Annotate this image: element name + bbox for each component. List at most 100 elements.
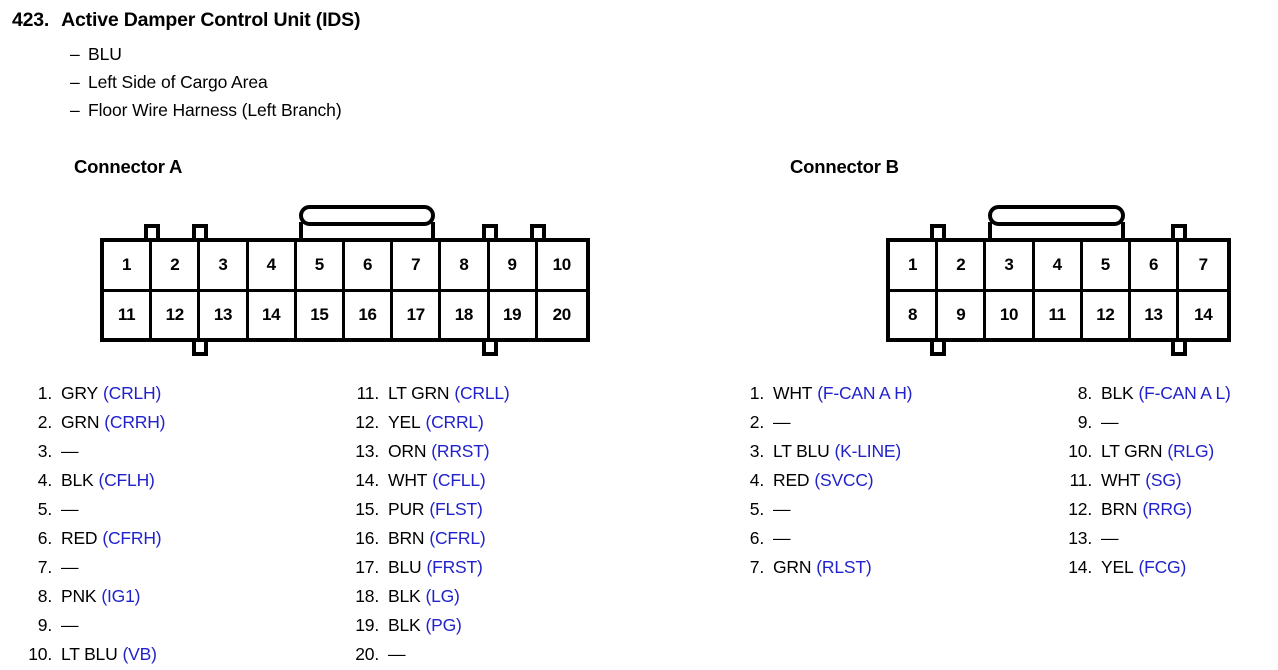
pin-number: 20.: [355, 644, 379, 664]
pin-cell-10: 10: [552, 255, 572, 275]
pin-wire-color: GRN: [773, 557, 812, 577]
pin-list-item: 10.LT GRN(RLG): [1058, 437, 1231, 466]
pin-list-item: 8.PNK(IG1): [18, 582, 165, 611]
pin-unused-marker: —: [388, 644, 406, 664]
pin-number: 14.: [1068, 557, 1092, 577]
pin-cell-13: 13: [200, 291, 249, 338]
pin-number: 11.: [356, 383, 380, 403]
connector-a-bottom-tab: [481, 338, 498, 356]
pin-number: 1.: [37, 383, 52, 403]
pin-number: 7.: [749, 557, 764, 577]
entry-title: Active Damper Control Unit (IDS): [61, 9, 361, 31]
pin-cell-2: 2: [938, 242, 987, 289]
pin-list-item: 13.ORN(RRST): [345, 437, 510, 466]
pin-cell-12: 12: [152, 291, 201, 338]
pin-list-item: 2.GRN(CRRH): [18, 408, 166, 437]
pin-list-item: 7.GRN(RLST): [730, 553, 912, 582]
latch-leg: [298, 222, 303, 238]
pin-cell-14: 14: [249, 291, 297, 338]
pin-cell-2: 2: [152, 242, 201, 289]
pin-number: 4.: [749, 470, 764, 490]
pin-cell-17: 17: [393, 291, 442, 338]
pin-wire-color: BLU: [388, 557, 422, 577]
pin-number: 13.: [355, 441, 379, 461]
pin-cell-9: 9: [490, 242, 538, 289]
pin-number: 6.: [37, 528, 52, 548]
pin-cell-11: 11: [104, 291, 153, 338]
pin-cell-15: 15: [297, 291, 345, 338]
pin-wire-color: LT BLU: [773, 441, 830, 461]
dash-marker: –: [70, 72, 80, 92]
dash-marker: –: [70, 44, 80, 64]
pin-list-item: 1. WHT(F-CAN A H): [730, 379, 913, 408]
connector-b-pin-list-left: 1.WHT(F-CAN A H)2.—3.LT BLU(K-LINE)4.RED…: [730, 379, 913, 582]
pin-wire-color: PNK: [61, 586, 97, 606]
pin-cell-11: 11: [1035, 291, 1083, 338]
pin-cell-3: 3: [986, 242, 1035, 289]
pin-wire-color: YEL: [1101, 557, 1134, 577]
pin-signal-name: (RRG): [1142, 499, 1192, 519]
pin-signal-name: (CRLL): [454, 383, 510, 403]
pin-cell-18: 18: [441, 291, 490, 338]
subtitle-text: Left Side of Cargo Area: [88, 72, 268, 92]
pin-signal-name: (CFRL): [429, 528, 486, 548]
pin-number: 8.: [37, 586, 52, 606]
pin-list-item: 5.—: [730, 495, 912, 524]
connector-a-top-tab: [144, 224, 161, 242]
latch-leg: [431, 222, 436, 238]
pin-cell-14: 14: [1194, 304, 1213, 324]
pin-signal-name: (RLG): [1167, 441, 1214, 461]
pin-list-item: 16.BRN(CFRL): [345, 524, 510, 553]
pin-wire-color: BLK: [61, 470, 94, 490]
pin-list-item: 1.GRY(CRLH): [18, 379, 165, 408]
pin-number: 9.: [37, 615, 52, 635]
pin-cell-8: 8: [441, 242, 490, 289]
pin-unused-marker: —: [61, 441, 79, 461]
page-title: 423. Active Damper Control Unit (IDS): [12, 9, 360, 32]
pin-signal-name: (CRRL): [425, 412, 484, 432]
pin-list-item: 17. BLU(FRST): [345, 553, 510, 582]
pin-number: 17.: [355, 557, 379, 577]
pin-number: 1.: [749, 383, 764, 403]
pin-list-item: 6.—: [730, 524, 912, 553]
connector-a-top-tab: [192, 224, 209, 242]
pin-number: 7.: [37, 557, 52, 577]
connector-b-pin-list-right: 8.BLK(F-CAN A L)9.—10.LT GRN(RLG)11.WHT(…: [1058, 379, 1231, 582]
connector-a-top-tab: [529, 224, 546, 242]
pin-cell-4: 4: [1035, 242, 1083, 289]
latch-leg: [988, 222, 993, 238]
pin-list-item: 9.—: [18, 611, 165, 640]
pin-wire-color: BRN: [1101, 499, 1138, 519]
pin-list-item: 19.BLK(PG): [345, 611, 510, 640]
pin-list-item: 5.—: [18, 495, 165, 524]
pin-cell-20: 20: [552, 304, 572, 324]
entry-number: 423.: [12, 9, 50, 31]
pin-cell-5: 5: [1083, 242, 1131, 289]
pin-number: 6.: [749, 528, 764, 548]
pin-cell-7: 7: [393, 242, 442, 289]
pin-signal-name: (LG): [425, 586, 460, 606]
pin-signal-name: (PG): [425, 615, 462, 635]
pin-cell-3: 3: [200, 242, 249, 289]
pin-number: 11.: [1069, 470, 1093, 490]
pin-signal-name: (F-CAN A H): [817, 383, 913, 403]
pin-number: 2.: [37, 412, 52, 432]
pin-list-item: 14.YEL(FCG): [1058, 553, 1231, 582]
pin-wire-color: WHT: [773, 383, 813, 403]
pin-signal-name: (FRST): [426, 557, 483, 577]
connector-a-pin-list-right: 11.LT GRN(CRLL)12.YEL(CRRL)13.ORN(RRST)1…: [345, 379, 510, 669]
pin-cell-10: 10: [986, 291, 1035, 338]
pin-list-item: 14.WHT(CFLL): [345, 466, 510, 495]
connector-a-bottom-tab: [192, 338, 209, 356]
pin-list-item: 15.PUR(FLST): [345, 495, 510, 524]
pin-cell-7: 7: [1198, 255, 1208, 275]
pin-wire-color: BLK: [1101, 383, 1134, 403]
connector-b-bottom-tab: [1171, 338, 1188, 356]
pin-number: 8.: [1077, 383, 1092, 403]
